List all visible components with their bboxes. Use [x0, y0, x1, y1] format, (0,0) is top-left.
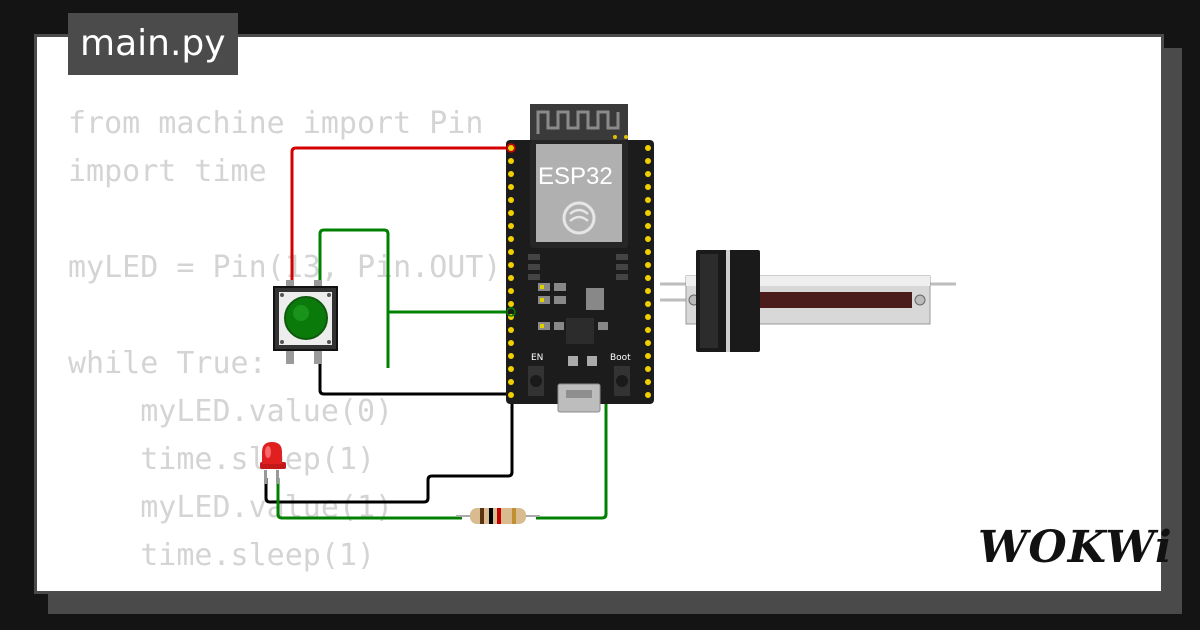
- slide-potentiometer-icon[interactable]: [660, 250, 956, 352]
- wire-black-button[interactable]: [318, 362, 512, 396]
- wires: [264, 146, 608, 520]
- file-tab-label: main.py: [80, 23, 226, 64]
- code-line: import time: [68, 154, 267, 189]
- code-preview: from machine import Pin import time myLE…: [68, 100, 501, 580]
- code-line: myLED.value(0): [68, 394, 394, 429]
- code-line: myLED = Pin(13, Pin.OUT): [68, 250, 502, 285]
- pushbutton-icon[interactable]: [273, 280, 338, 364]
- usb-port-icon: [557, 383, 601, 413]
- code-line: time.sleep(1): [68, 538, 376, 573]
- code-line: while True:: [68, 346, 267, 381]
- wire-red[interactable]: [290, 146, 510, 290]
- esp32-board-icon[interactable]: ESP32 EN Boot: [506, 104, 654, 413]
- file-tab[interactable]: main.py: [68, 13, 238, 75]
- wifi-antenna-icon: [536, 110, 620, 134]
- led-icon[interactable]: [260, 442, 286, 484]
- wire-green-resistor[interactable]: [276, 478, 462, 520]
- resistor-icon[interactable]: [456, 508, 540, 524]
- chip-label: ESP32: [538, 163, 613, 190]
- boot-label: Boot: [610, 353, 631, 363]
- en-label: EN: [531, 353, 543, 363]
- wire-green-button[interactable]: [318, 228, 390, 368]
- wire-black-led[interactable]: [264, 394, 514, 504]
- code-line: from machine import Pin: [68, 106, 484, 141]
- wokwi-logo: WOKWi: [978, 522, 1173, 573]
- code-line: time.sleep(1): [68, 442, 376, 477]
